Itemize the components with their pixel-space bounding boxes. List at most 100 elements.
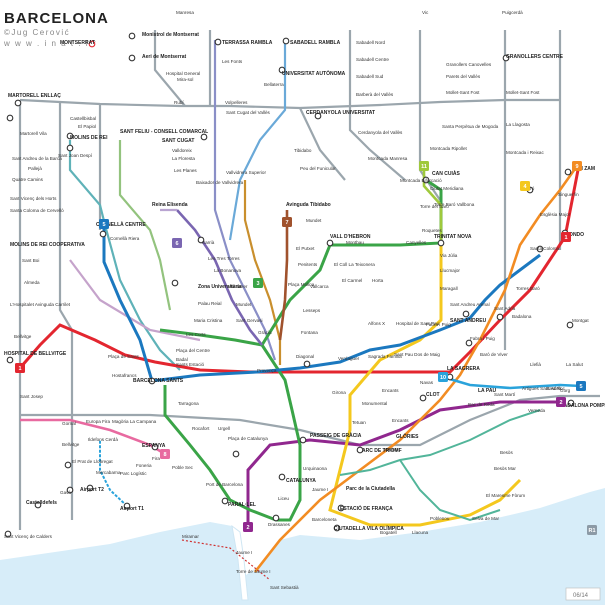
station-label: Manresa (176, 10, 194, 15)
line-badge-l11: 11 (419, 161, 429, 171)
station-label: Girona (332, 390, 346, 395)
station-label: Penitents (298, 262, 318, 267)
station-label: Encants (382, 388, 399, 393)
station-sarria (197, 236, 205, 244)
line-badge-l9: 9 (572, 161, 582, 171)
station-label: Miramar (182, 534, 199, 539)
station-label: Airport T1 (120, 506, 144, 512)
station-label: Navas (420, 380, 434, 385)
station-label: ESTACIÓ DE FRANÇA (340, 504, 393, 512)
station-label: Tarragona (178, 401, 199, 406)
metro-line-6 (176, 209, 264, 346)
station-label: Avinguda Tibidabo (286, 202, 331, 208)
station-label: Monumental (362, 401, 387, 406)
station-label: Plaça de Sants (108, 354, 140, 359)
station-label: MOLINS DE REI (70, 135, 108, 141)
station-label: Baixador de Vallvidrera (196, 180, 244, 185)
station-label: Ciutat Meridiana (430, 186, 464, 191)
station-label: GRANOLLERS CENTRE (506, 54, 564, 60)
station-label: Maragall (440, 286, 458, 291)
station-label: Sant Martí (494, 392, 516, 397)
station-label: Marina (384, 447, 398, 452)
station-label: Fabra i Puig (470, 336, 495, 341)
station-label: SANT CUGAT (162, 138, 194, 144)
station-label: Montcada Manresa (368, 156, 408, 161)
station-label: Magòria La Campana (112, 419, 157, 424)
station-badalona-pompeu-fabra (567, 399, 575, 407)
line-badge-l1: 1 (561, 232, 571, 242)
station-label: Gornal (62, 421, 76, 426)
station-label: La Bonanova (214, 268, 242, 273)
station-label: Urquinaona (303, 466, 327, 471)
station-label: CORNELLÀ CENTRE (96, 221, 146, 228)
station-label: Torre Baró Vallbona (434, 202, 475, 207)
station-la-sagrera (446, 373, 454, 381)
station-label: Martorell Vila (20, 131, 47, 136)
line-badge-l1: 1 (15, 363, 25, 373)
station-can-cuias (422, 176, 430, 184)
tram-line (339, 409, 541, 522)
line-badge-label: 4 (523, 184, 527, 190)
station-terrassa-rambla (214, 38, 222, 46)
station-label: Canyelles (406, 240, 427, 245)
station-label: Sant Andreu de la Barca (12, 156, 62, 161)
station-label: Poblenou (430, 516, 450, 521)
station-fabra-i-puig (465, 339, 473, 347)
station-castelldefels (34, 501, 42, 509)
station-label: El Putxet (296, 246, 315, 251)
station-label: Torre del Baró (420, 204, 449, 209)
station-gava (66, 486, 74, 494)
map-title: BARCELONA (4, 10, 109, 27)
station-arc-de-triomf (356, 446, 364, 454)
station-label: Hospital General (166, 71, 200, 76)
station-label: Barberà del Vallès (356, 92, 394, 97)
station-label: Mundet (306, 218, 322, 223)
station-cerdanyola-universitat (314, 112, 322, 120)
date-box (565, 587, 601, 601)
station-label: Fontana (301, 330, 318, 335)
station-label: Les Planes (174, 168, 197, 173)
line-badge-l10: 10 (438, 372, 448, 382)
station-label: El Maresme Fòrum (486, 493, 525, 498)
fgc-lines (68, 40, 287, 371)
station-label: Aeri de Montserrat (142, 54, 187, 60)
metro-line-1 (18, 169, 580, 374)
station-label: Sabadell Sud (356, 74, 384, 79)
station-label: Granollers Canovelles (446, 62, 492, 67)
station-label: Montcada Ripollet (430, 146, 467, 151)
station-label: Mercabarna (96, 470, 121, 475)
station-label: Quatre Camins (12, 177, 44, 182)
airport-line (99, 440, 128, 507)
station-label: Port de Barcelona (206, 482, 243, 487)
station-barcelona-sants (148, 377, 156, 385)
station-label: MONTSERRAT (60, 40, 95, 46)
station-label: VALL D'HEBRON (330, 234, 371, 240)
station-label: Selva de Mar (472, 516, 500, 521)
station-label: PARAL·LEL (228, 502, 256, 508)
station-santa-coloma (536, 245, 544, 253)
station-label: Sant Vicenç de Calders (4, 534, 53, 539)
station-label: Sagrada Família (368, 354, 402, 359)
station-label: Plaça Molina (288, 282, 315, 287)
line-badge-label: 10 (440, 375, 446, 381)
station-label: Castellbisbal (70, 116, 96, 121)
station-label: Llefià (530, 362, 541, 367)
station-label: Artigues Sant Adrià (522, 386, 562, 391)
station-airport-t2 (86, 484, 94, 492)
station-label: Sant Josep (20, 394, 43, 399)
station-label: Jaume I (312, 487, 328, 492)
station-label: Europa Fira (86, 419, 110, 424)
station-label: Torres Baró (516, 286, 540, 291)
station-ciutadella-vila-olimpica (333, 524, 341, 532)
station-aeri-de-montserrat (128, 54, 136, 62)
line-badge-label: 11 (421, 164, 427, 170)
line-badge-l6: 6 (172, 238, 182, 248)
station-universitat-autonoma (278, 66, 286, 74)
line-badge-label: 9 (575, 164, 578, 170)
station-label: Horta (372, 278, 384, 283)
station-label: Plaça de Catalunya (228, 436, 268, 441)
station-label: Reina Elisenda (152, 202, 188, 208)
line-badge-label: 5 (102, 222, 105, 228)
